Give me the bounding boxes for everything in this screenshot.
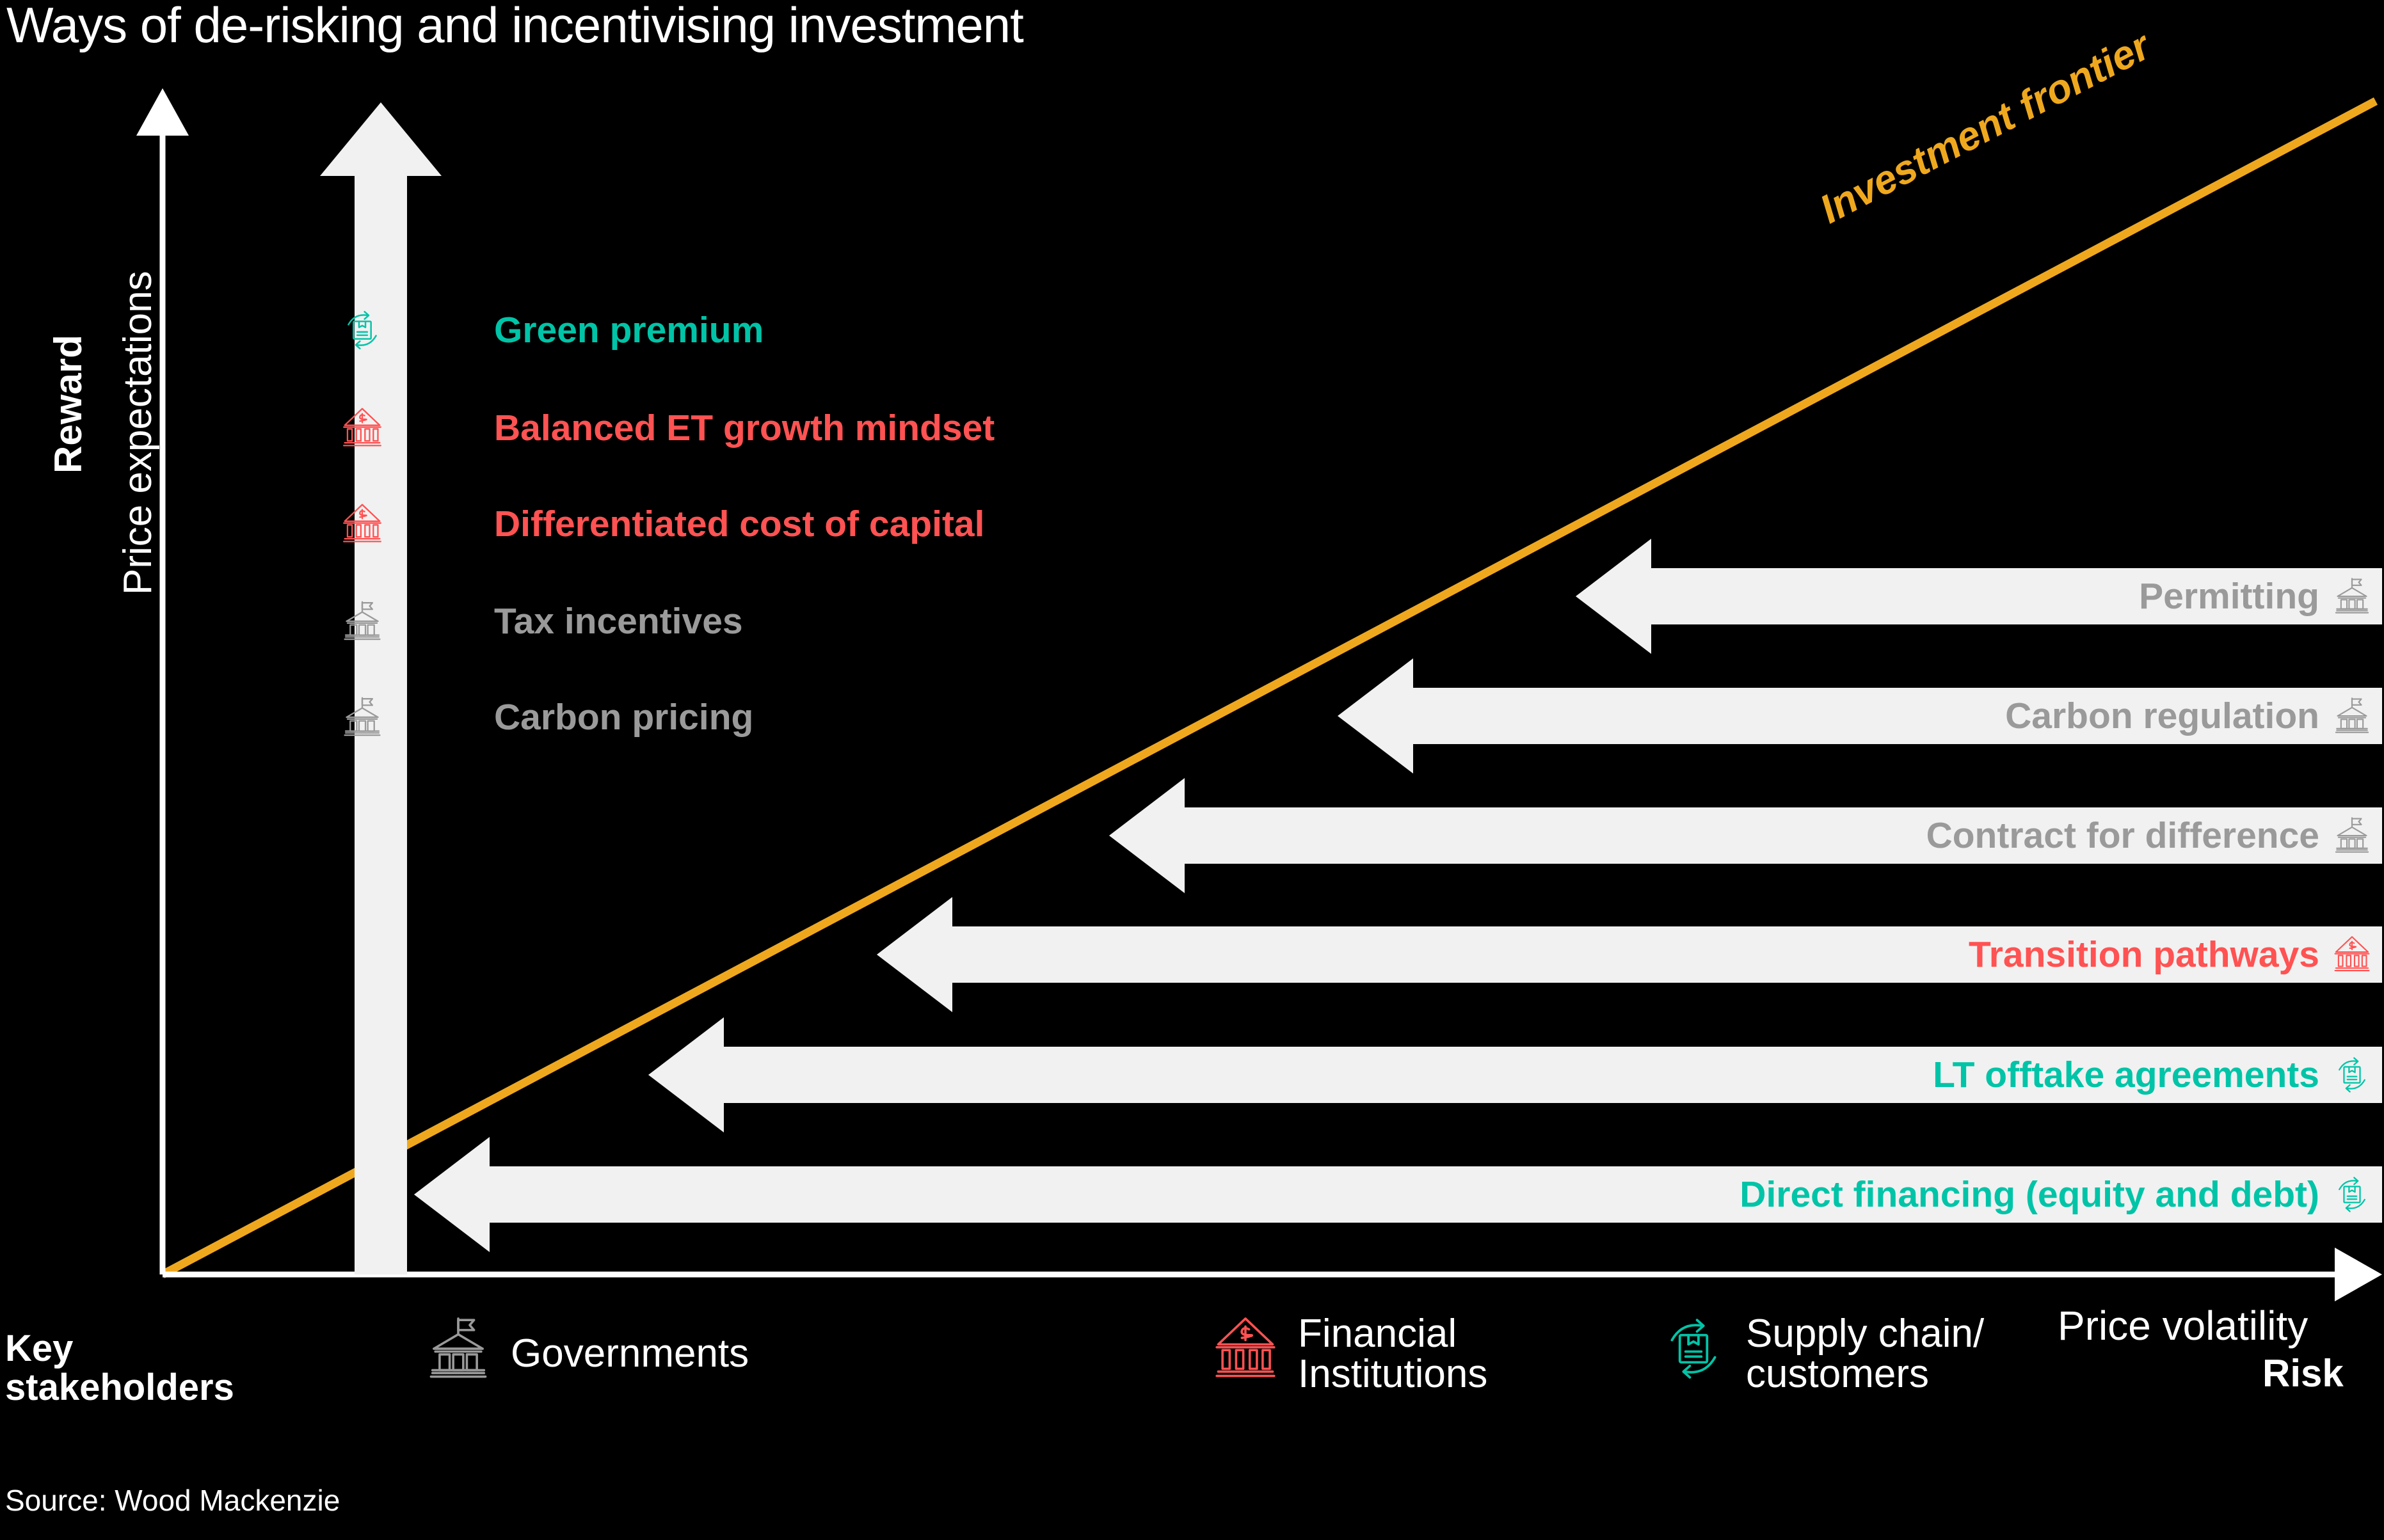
risk-reduction-label: Contract for difference — [1926, 815, 2319, 856]
x-axis-secondary-label: Risk — [2262, 1352, 2344, 1395]
left-arrow-shape — [648, 1017, 2382, 1132]
financial-institution-icon — [2334, 936, 2370, 972]
supply-chain-icon — [1658, 1313, 1729, 1395]
key-stakeholders-heading-line2: stakeholders — [5, 1366, 234, 1408]
stakeholder-label: Supply chain/customers — [1746, 1311, 1985, 1396]
x-axis-primary-label: Price volatility — [2058, 1303, 2308, 1349]
key-stakeholders-heading: Key stakeholders — [5, 1328, 234, 1408]
stakeholder-label-line2: Institutions — [1298, 1352, 1488, 1396]
stakeholder-label-line1: Supply chain/ — [1746, 1311, 1985, 1356]
stakeholder-label-line1: Financial — [1298, 1311, 1457, 1356]
risk-reduction-label: LT offtake agreements — [1933, 1054, 2319, 1095]
supply-chain-icon — [2339, 1177, 2365, 1212]
risk-reduction-label: Permitting — [2139, 576, 2319, 617]
financial-institution-icon — [339, 501, 385, 547]
y-axis-arrowhead — [136, 88, 189, 136]
supply-chain-icon — [348, 310, 377, 350]
risk-reduction-arrow: Carbon regulation — [1338, 658, 2382, 774]
government-icon — [2335, 697, 2369, 733]
stakeholder-legend-item: Governments — [422, 1313, 749, 1395]
left-arrow-shape — [1109, 778, 2382, 893]
risk-reduction-label: Direct financing (equity and debt) — [1740, 1174, 2319, 1215]
risk-reduction-arrow: LT offtake agreements — [648, 1017, 2382, 1132]
stakeholder-label-line2: customers — [1746, 1352, 1929, 1396]
financial-institution-icon — [2331, 933, 2373, 976]
left-arrow-shape — [414, 1137, 2382, 1252]
stakeholder-label: Governments — [511, 1333, 749, 1374]
source-note: Source: Wood Mackenzie — [5, 1484, 340, 1517]
government-icon — [2335, 817, 2369, 853]
supply-chain-icon — [2331, 1173, 2373, 1216]
risk-reduction-label: Carbon regulation — [2005, 695, 2319, 736]
risk-reduction-arrow: Contract for difference — [1109, 778, 2382, 893]
investment-frontier-line — [160, 97, 2378, 1278]
risk-reduction-arrow: Permitting — [1576, 539, 2382, 654]
left-arrow-shape — [1576, 539, 2382, 654]
reward-lever-label: Balanced ET growth mindset — [494, 408, 995, 449]
reward-lever-label: Differentiated cost of capital — [494, 504, 985, 544]
government-icon — [2331, 575, 2373, 617]
reward-lever-item: Balanced ET growth mindset — [339, 405, 995, 451]
government-icon — [339, 598, 385, 644]
stakeholder-legend-item: Supply chain/customers — [1658, 1313, 1984, 1395]
government-icon — [429, 1317, 487, 1378]
left-arrow-shape — [1338, 658, 2382, 774]
reward-lever-list: Green premium Balanced ET growth mindset… — [320, 102, 1600, 1274]
government-icon — [2335, 578, 2369, 614]
government-icon — [344, 601, 381, 640]
risk-reduction-arrow: Transition pathways — [877, 897, 2382, 1012]
financial-institution-icon — [1215, 1317, 1276, 1377]
financial-institution-icon — [1210, 1313, 1281, 1395]
government-icon — [2331, 814, 2373, 857]
key-stakeholders-heading-line1: Key — [5, 1328, 74, 1369]
supply-chain-icon — [1670, 1319, 1716, 1379]
financial-institution-icon — [339, 405, 385, 451]
upward-arrow-shape — [320, 102, 442, 1274]
risk-reduction-label: Transition pathways — [1969, 934, 2319, 975]
stakeholder-label-line1: Governments — [511, 1331, 749, 1376]
x-axis-arrowhead — [2335, 1248, 2382, 1301]
reward-lever-label: Green premium — [494, 310, 764, 351]
government-icon — [344, 697, 381, 736]
reward-lever-label: Tax incentives — [494, 601, 743, 642]
financial-institution-icon — [343, 504, 381, 543]
reward-lever-label: Carbon pricing — [494, 697, 754, 738]
government-icon — [339, 694, 385, 740]
reward-lever-item: Green premium — [339, 307, 764, 353]
reward-direction-arrow — [320, 102, 442, 1274]
reward-lever-item: Tax incentives — [339, 598, 743, 644]
government-icon — [2331, 695, 2373, 737]
risk-reduction-arrow: Direct financing (equity and debt) — [414, 1137, 2382, 1252]
supply-chain-icon — [2331, 1054, 2373, 1096]
financial-institution-icon — [343, 408, 381, 447]
supply-chain-icon — [2339, 1057, 2365, 1093]
reward-lever-item: Carbon pricing — [339, 694, 753, 740]
reward-lever-item: Differentiated cost of capital — [339, 501, 984, 547]
page-title: Ways of de-risking and incentivising inv… — [6, 0, 1024, 53]
government-icon — [422, 1313, 494, 1395]
supply-chain-icon — [339, 307, 385, 353]
left-arrow-shape — [877, 897, 2382, 1012]
